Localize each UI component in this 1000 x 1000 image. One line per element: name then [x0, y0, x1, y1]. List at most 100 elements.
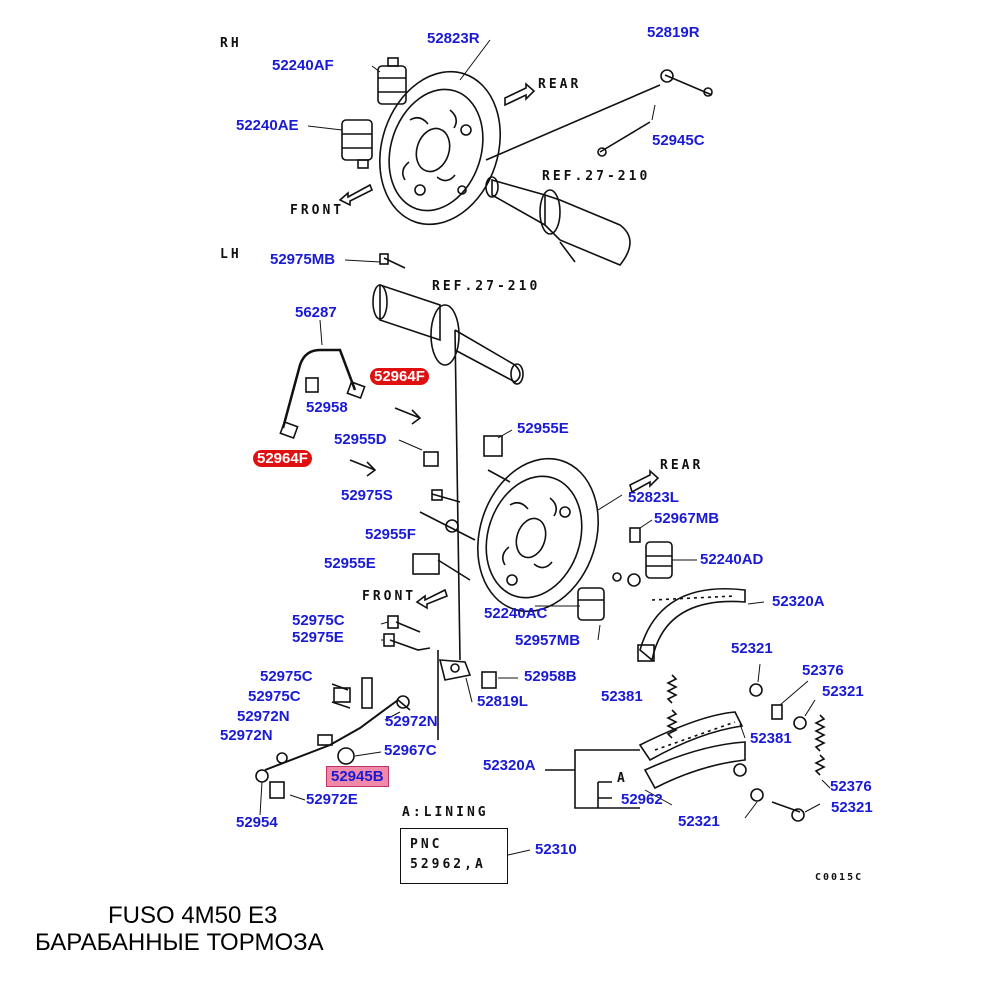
pnc-box: [400, 828, 508, 884]
cup-52321-c: [733, 763, 747, 777]
part-52240AD[interactable]: 52240AD: [700, 551, 764, 568]
bolt-52964F-upper: [394, 407, 422, 425]
spring-52381-right: [814, 714, 826, 752]
clip-52958B: [481, 671, 497, 689]
part-52975C-mid[interactable]: 52975C: [260, 668, 313, 685]
part-56287[interactable]: 56287: [295, 304, 337, 321]
part-52975C-upper[interactable]: 52975C: [292, 612, 345, 629]
part-52972E[interactable]: 52972E: [306, 791, 358, 808]
footer-model: FUSO 4M50 E3: [108, 902, 278, 929]
part-52972N-c[interactable]: 52972N: [220, 727, 273, 744]
front-label-mid: FRONT: [362, 589, 417, 604]
wheel-cylinder-52240AF: [377, 57, 407, 105]
part-52975MB[interactable]: 52975MB: [270, 251, 336, 268]
brake-shoe-lower: [638, 711, 746, 790]
part-52955F[interactable]: 52955F: [365, 526, 416, 543]
pnc-value: 52962,A: [410, 857, 486, 872]
brake-hose-56287: [281, 348, 357, 429]
rear-arrow-mid: [629, 469, 660, 494]
part-52320A-upper[interactable]: 52320A: [772, 593, 825, 610]
rear-label-top: REAR: [538, 77, 582, 92]
wheel-cylinder-52240AD: [645, 541, 673, 579]
ref-label-top: REF.27-210: [542, 169, 651, 184]
part-52321-d[interactable]: 52321: [678, 813, 720, 830]
rh-marker: RH: [220, 36, 242, 51]
bolt-52975C-upper: [395, 621, 421, 633]
part-52945B[interactable]: 52945B: [326, 766, 389, 787]
part-52958[interactable]: 52958: [306, 399, 348, 416]
part-52955D[interactable]: 52955D: [334, 431, 387, 448]
rh-parking-cable: [599, 121, 651, 153]
part-52954[interactable]: 52954: [236, 814, 278, 831]
clip-52955E-top: [483, 435, 503, 457]
part-52823L[interactable]: 52823L: [628, 489, 679, 506]
cup-52321-d: [750, 788, 764, 802]
part-52964F-upper[interactable]: 52964F: [370, 368, 429, 385]
lh-marker: LH: [220, 247, 242, 262]
lh-axle-stub: [372, 283, 524, 385]
pin-52376-b: [771, 801, 801, 813]
part-52962[interactable]: 52962: [621, 791, 663, 808]
part-52972N-a[interactable]: 52972N: [237, 708, 290, 725]
footer-title: БАРАБАННЫЕ ТОРМОЗА: [35, 929, 324, 956]
part-52321-c[interactable]: 52321: [831, 799, 873, 816]
bolts-52975C: [331, 683, 351, 709]
part-52823R[interactable]: 52823R: [427, 30, 480, 47]
rh-backing-plate: [379, 70, 501, 226]
part-52819L[interactable]: 52819L: [477, 693, 528, 710]
part-52967MB[interactable]: 52967MB: [654, 510, 720, 527]
diagram-code: C0015C: [815, 872, 864, 883]
pnc-label: PNC: [410, 837, 443, 852]
nut-52954: [255, 769, 269, 783]
clip-52955E-mid: [412, 553, 440, 575]
part-52975S[interactable]: 52975S: [341, 487, 393, 504]
part-52240AC[interactable]: 52240AC: [484, 605, 548, 622]
front-label-top: FRONT: [290, 203, 345, 218]
bleeder-52967MB: [629, 527, 641, 543]
part-52955E-mid[interactable]: 52955E: [324, 555, 376, 572]
bolt-52975S: [431, 493, 461, 503]
parking-cable-52945B: [264, 699, 399, 771]
a-marker: A: [617, 771, 628, 786]
part-52376-b[interactable]: 52376: [830, 778, 872, 795]
part-52376-a[interactable]: 52376: [802, 662, 844, 679]
brake-shoe-upper: [637, 588, 746, 662]
part-52310[interactable]: 52310: [535, 841, 577, 858]
part-52958B[interactable]: 52958B: [524, 668, 577, 685]
part-52819R[interactable]: 52819R: [647, 24, 700, 41]
part-52320A-lower[interactable]: 52320A: [483, 757, 536, 774]
lining-title: A:LINING: [402, 805, 489, 820]
part-52975E[interactable]: 52975E: [292, 629, 344, 646]
part-52955E-top[interactable]: 52955E: [517, 420, 569, 437]
rear-arrow-top: [504, 82, 536, 107]
bolt-52964F-lower: [349, 459, 377, 477]
clip-52972E: [269, 781, 285, 799]
ref-label-mid: REF.27-210: [432, 279, 541, 294]
part-52381-right[interactable]: 52381: [750, 730, 792, 747]
bracket-52320A: [574, 749, 640, 809]
part-52321-a[interactable]: 52321: [731, 640, 773, 657]
part-52945C[interactable]: 52945C: [652, 132, 705, 149]
spring-52381-left: [666, 674, 678, 704]
nut-52967C: [337, 747, 355, 765]
bracket-52819L: [438, 659, 472, 681]
part-52381-left[interactable]: 52381: [601, 688, 643, 705]
lh-backing-plate: [477, 457, 599, 613]
part-52975C-low[interactable]: 52975C: [248, 688, 301, 705]
rear-label-mid: REAR: [660, 458, 704, 473]
part-52321-b[interactable]: 52321: [822, 683, 864, 700]
clip-52955D: [423, 451, 439, 467]
part-52957MB[interactable]: 52957MB: [515, 632, 581, 649]
part-52964F-lower[interactable]: 52964F: [253, 450, 312, 467]
part-52967C[interactable]: 52967C: [384, 742, 437, 759]
part-52972N-b[interactable]: 52972N: [385, 713, 438, 730]
part-52240AF[interactable]: 52240AF: [272, 57, 334, 74]
rh-axle-housing: [485, 176, 631, 266]
front-arrow-top: [338, 183, 374, 207]
part-52240AE[interactable]: 52240AE: [236, 117, 299, 134]
front-arrow-mid: [415, 588, 448, 610]
rh-cable-line: [485, 84, 661, 161]
cup-52321-a: [749, 683, 763, 697]
